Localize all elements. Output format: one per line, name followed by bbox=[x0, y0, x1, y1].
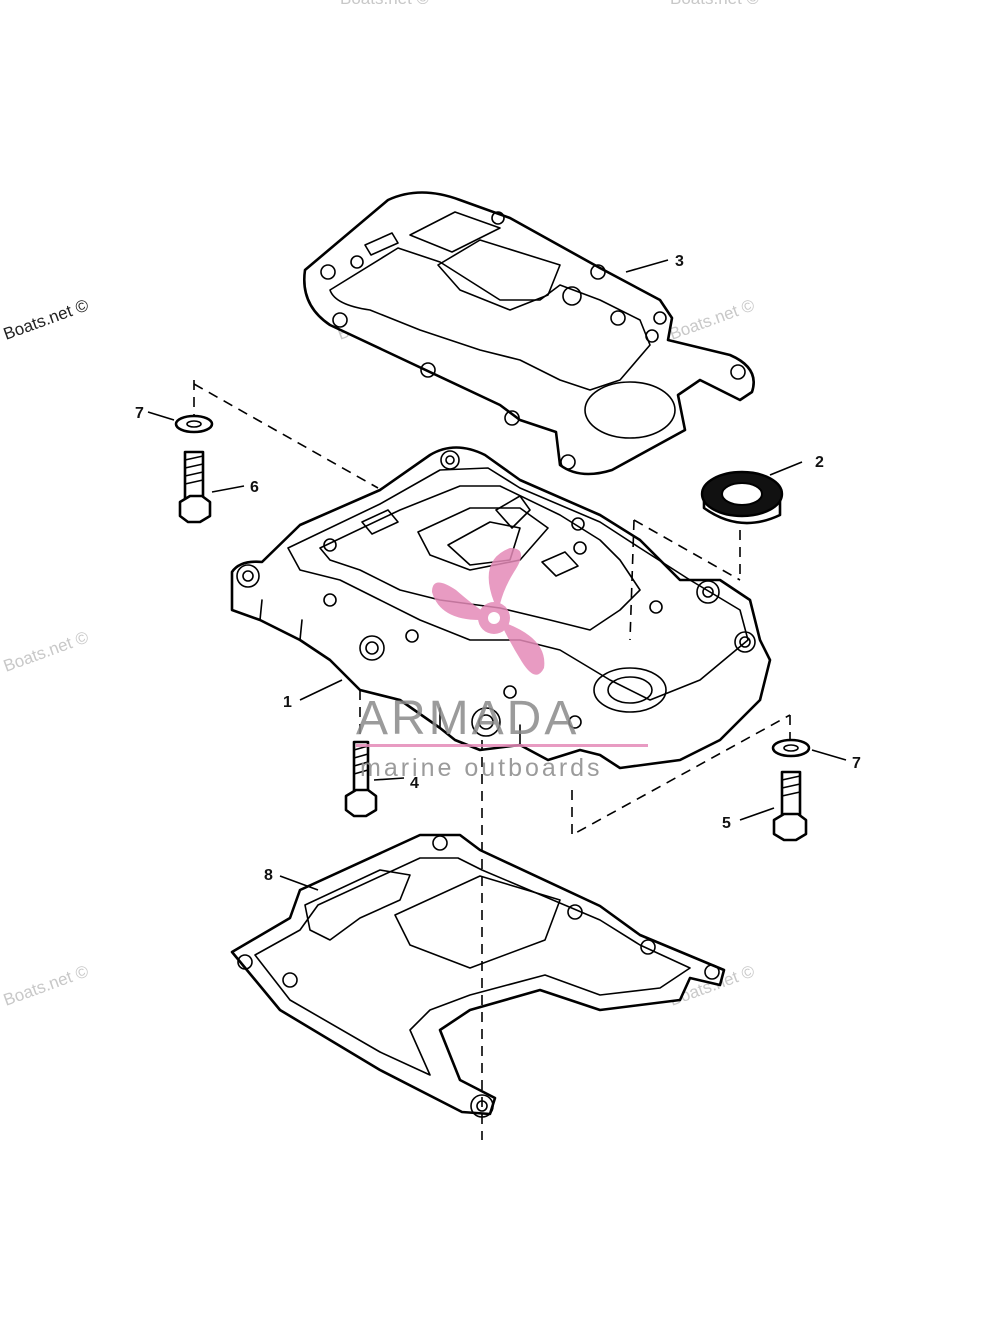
callout-labels: 3 2 7 6 1 4 5 7 8 bbox=[135, 253, 861, 884]
watermark-text: Boats.net © bbox=[1, 961, 92, 1009]
callout-6: 6 bbox=[250, 479, 259, 496]
seal bbox=[700, 470, 784, 525]
callout-8: 8 bbox=[264, 867, 273, 884]
watermark-text: Boats.net © bbox=[1, 627, 92, 675]
callout-5: 5 bbox=[722, 815, 731, 832]
alignment-lines bbox=[193, 380, 791, 1140]
brand-name: ARMADA bbox=[356, 692, 579, 745]
bolt-center bbox=[344, 740, 378, 818]
callout-2: 2 bbox=[815, 454, 824, 471]
callout-3: 3 bbox=[675, 253, 684, 270]
brand-tagline: marine outboards bbox=[360, 754, 603, 782]
callout-4: 4 bbox=[410, 775, 419, 792]
leader-lines bbox=[147, 259, 847, 891]
callout-7-left: 7 bbox=[135, 405, 144, 422]
brand-underline bbox=[356, 744, 648, 747]
watermark-text: Boats.net © bbox=[667, 295, 758, 343]
upper-gasket bbox=[303, 191, 755, 476]
callout-1: 1 bbox=[283, 694, 292, 711]
bolt-right bbox=[771, 738, 811, 842]
callout-7-right: 7 bbox=[852, 755, 861, 772]
brand-logo: ARMADA marine outboards bbox=[356, 548, 648, 782]
watermark-text: Boats.net © bbox=[670, 0, 760, 8]
bolt-left bbox=[174, 414, 214, 524]
watermark-text: Boats.net © bbox=[340, 0, 430, 8]
watermark-text: Boats.net © bbox=[1, 295, 92, 343]
lower-gasket bbox=[230, 833, 726, 1118]
propeller-icon bbox=[432, 548, 545, 675]
